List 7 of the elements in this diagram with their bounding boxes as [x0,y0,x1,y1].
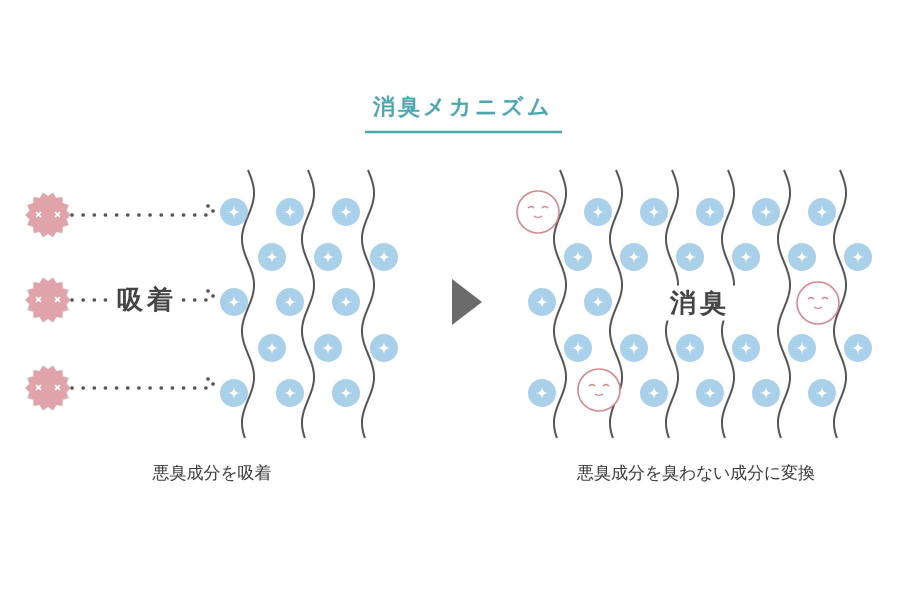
center-label: 消臭 [664,286,736,320]
odor-molecule-icon [25,277,71,323]
title: 消臭メカニズム [373,94,553,122]
odor-molecule-icon [25,192,71,238]
caption: 悪臭成分を臭わない成分に変換 [577,462,815,484]
caption: 悪臭成分を吸着 [152,462,272,484]
odor-molecule-icon [25,365,71,411]
